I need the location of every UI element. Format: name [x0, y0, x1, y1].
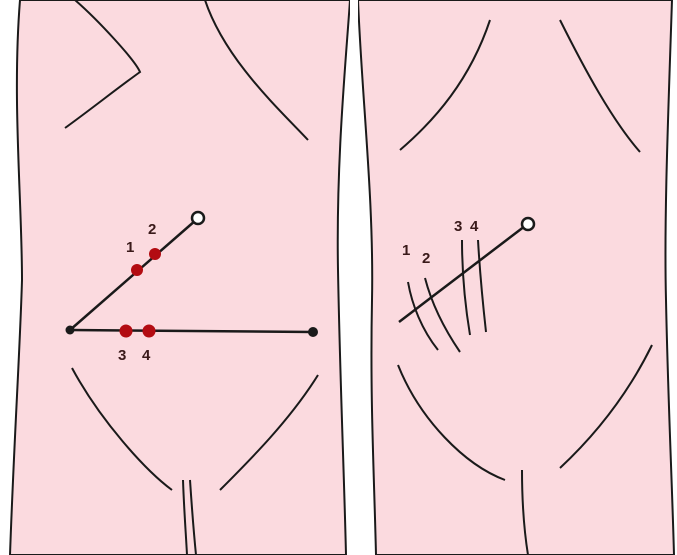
back-label-1: 1	[402, 242, 410, 259]
back-label-4: 4	[470, 218, 479, 235]
front-point-2	[149, 248, 161, 260]
front-point-4	[143, 325, 156, 338]
front-right-iliac-spine-marker	[308, 327, 318, 337]
front-label-4: 4	[142, 347, 151, 364]
front-umbilicus-marker	[192, 212, 204, 224]
back-label-3: 3	[454, 218, 462, 235]
front-label-3: 3	[118, 347, 126, 364]
front-left-iliac-spine-marker	[66, 326, 75, 335]
front-view: 1 2 3 4	[10, 0, 350, 555]
front-point-3	[120, 325, 133, 338]
front-point-1	[131, 264, 143, 276]
back-landmark-marker	[522, 218, 534, 230]
back-view: 1 2 3 4	[358, 0, 674, 555]
front-torso	[10, 0, 350, 555]
back-torso	[358, 0, 674, 555]
back-label-2: 2	[422, 250, 430, 267]
front-label-2: 2	[148, 221, 156, 238]
front-label-1: 1	[126, 239, 134, 256]
figure-divider	[350, 0, 358, 555]
